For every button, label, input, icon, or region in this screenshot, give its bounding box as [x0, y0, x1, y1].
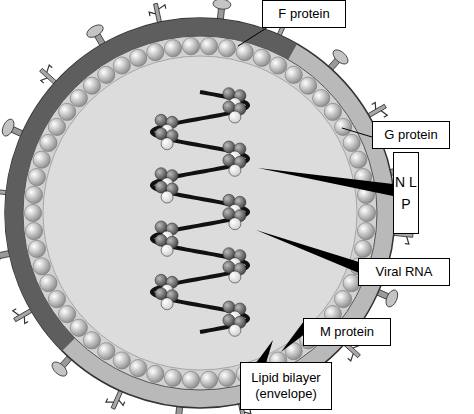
m-protein-bead [357, 223, 374, 240]
label-box: F protein [262, 0, 346, 28]
nucleocapsid-helix [152, 88, 248, 337]
m-protein-bead [48, 118, 65, 135]
polymerase-protein [161, 138, 173, 150]
m-protein-bead [270, 57, 287, 74]
m-protein-bead [335, 118, 352, 135]
m-protein-bead [130, 360, 147, 377]
m-protein-bead [28, 169, 45, 186]
m-protein-bead [164, 369, 181, 386]
g-protein-head [49, 359, 69, 378]
m-protein-bead [218, 369, 235, 386]
label-text-group: F protein [278, 6, 329, 22]
label-box: G protein [372, 121, 450, 149]
m-protein-bead [40, 275, 57, 292]
m-protein-bead [33, 151, 50, 168]
m-protein-bead [25, 223, 42, 240]
surface-spikes [0, 0, 414, 414]
m-protein-bead [33, 258, 50, 275]
polymerase-protein [229, 324, 241, 336]
m-protein-bead [164, 40, 181, 57]
polymerase-protein [229, 164, 241, 176]
label-text: G protein [384, 127, 437, 143]
g-protein-head [0, 117, 16, 138]
f-protein-branch [38, 65, 55, 83]
leader-wedge [258, 168, 393, 196]
m-protein-bead [48, 291, 65, 308]
g-protein-head [384, 288, 400, 309]
label-text-group: Viral RNA [376, 264, 433, 280]
m-protein-bead [70, 319, 87, 336]
m-protein-bead [113, 352, 130, 369]
m-protein-bead [200, 38, 217, 55]
g-protein-head [212, 0, 231, 10]
polymerase-protein [229, 271, 241, 283]
m-protein-bead [200, 371, 217, 388]
polymerase-protein [229, 111, 241, 123]
m-protein-bead [350, 151, 367, 168]
m-protein-bead [28, 240, 45, 257]
m-protein-bead [70, 90, 87, 107]
leader-wedge [256, 230, 359, 273]
g-protein-head [330, 47, 350, 66]
label-box: Viral RNA [358, 258, 450, 286]
m-protein-bead [147, 44, 164, 61]
leader-line [342, 128, 372, 137]
label-text: M protein [320, 324, 374, 340]
f-protein-branch [106, 395, 125, 409]
label-text: F protein [278, 6, 329, 22]
f-protein-branch [148, 5, 166, 16]
label-box: Lipid bilayer (envelope) [240, 362, 332, 410]
m-protein-bead [59, 306, 76, 323]
m-protein-bead [182, 371, 199, 388]
f-protein-branch [372, 101, 387, 120]
leader-wedge [256, 340, 273, 363]
m-protein-bead [98, 343, 115, 360]
m-protein-bead [335, 291, 352, 308]
m-protein-bead [83, 332, 100, 349]
f-protein-branch [233, 410, 251, 414]
m-protein-bead [83, 77, 100, 94]
m-protein-bead [59, 103, 76, 120]
m-protein-bead [343, 134, 360, 151]
m-protein-bead [113, 57, 130, 74]
m-protein-bead [358, 204, 375, 221]
m-protein-bead [147, 365, 164, 382]
label-box: M protein [303, 318, 391, 346]
matrix-protein-ring [24, 38, 375, 389]
polymerase-protein [161, 191, 173, 203]
label-text: Viral RNA [376, 264, 433, 280]
m-protein-bead [285, 66, 302, 83]
m-protein-bead [324, 103, 341, 120]
label-box: N L P [393, 152, 419, 234]
label-text-group: N L P [394, 171, 418, 215]
label-text-group: M protein [320, 324, 374, 340]
viral-rna-strand [152, 92, 248, 332]
m-protein-bead [300, 77, 317, 94]
m-protein-bead [182, 38, 199, 55]
m-protein-bead [25, 186, 42, 203]
polymerase-protein [229, 218, 241, 230]
m-protein-bead [218, 40, 235, 57]
polymerase-protein [161, 244, 173, 256]
leader-line [238, 27, 268, 46]
envelope-outer [5, 18, 395, 408]
g-protein-head [0, 247, 1, 267]
m-protein-bead [130, 49, 147, 66]
m-protein-bead [98, 66, 115, 83]
m-protein-bead [24, 204, 41, 221]
label-text-group: Lipid bilayer (envelope) [241, 370, 331, 402]
label-text: N L P [394, 171, 418, 215]
polymerase-protein [161, 298, 173, 310]
label-text-group: G protein [384, 127, 437, 143]
m-protein-bead [40, 134, 57, 151]
g-protein-head [85, 22, 106, 40]
f-protein-branch [13, 307, 28, 326]
m-protein-bead [355, 240, 372, 257]
label-text: Lipid bilayer (envelope) [241, 370, 331, 402]
membrane-layer [23, 36, 377, 390]
m-protein-bead [313, 90, 330, 107]
m-protein-bead [253, 49, 270, 66]
